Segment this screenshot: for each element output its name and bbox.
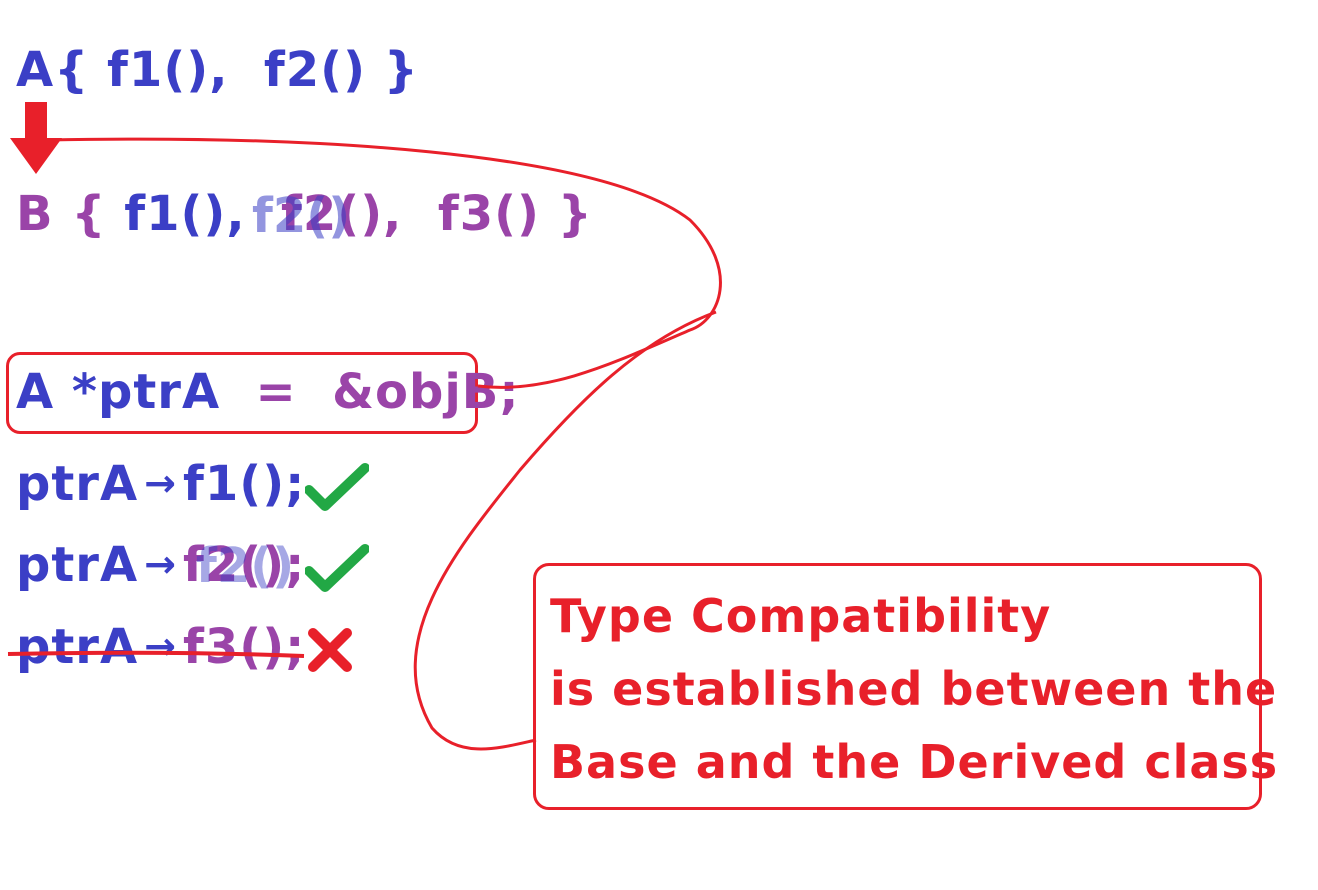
call-object: ptrA [16,619,139,675]
check-icon [305,463,370,511]
connector-curve-top [47,137,722,389]
note-line-1: Type Compatibility [550,589,1052,643]
class-a-member-f2: f2() [263,42,367,98]
class-b-member-f1: f1(), [124,186,246,242]
pointer-assignment: A *ptrA = &objB; [16,364,520,420]
class-a-name: A [16,42,55,98]
note-line-3: Base and the Derived class [550,735,1279,789]
call-object: ptrA [16,537,139,593]
class-a-declaration: A{ f1(), f2() } [16,42,419,98]
pointer-declaration: A *ptrA [16,364,221,420]
call-object: ptrA [16,456,139,512]
class-b-close-brace: } [557,186,593,242]
class-b-name: B [16,186,54,242]
assignment-operator: = [255,364,297,420]
check-icon [305,544,370,592]
class-b-open-brace: { [71,186,107,242]
member-access-arrow-icon: → [144,542,177,586]
class-a-member-f1: f1(), [107,42,229,98]
call-f1-row: ptrA→f1(); [16,455,370,512]
call-f2-row: ptrA→f2(); [16,536,370,593]
note-line-2: is established between the [550,662,1278,716]
class-a-close-brace: } [383,42,419,98]
call-f3-row: ptrA→f3(); [16,618,355,675]
class-a-open-brace: { [54,42,90,98]
call-method: f1(); [182,456,306,512]
class-b-member-f2: f2(), [281,186,403,242]
class-b-declaration: B { f1(), f2(), f3() } [16,186,593,242]
class-b-member-f3: f3() [437,186,540,242]
member-access-arrow-icon: → [144,461,177,505]
call-method: f3(); [182,619,306,675]
note-box: Type Compatibility is established betwee… [533,563,1279,810]
cross-icon [308,628,353,672]
address-of-objb: &objB; [332,364,520,420]
call-method: f2(); [182,537,306,593]
member-access-arrow-icon: → [144,624,177,668]
inheritance-arrow-icon [10,102,62,174]
